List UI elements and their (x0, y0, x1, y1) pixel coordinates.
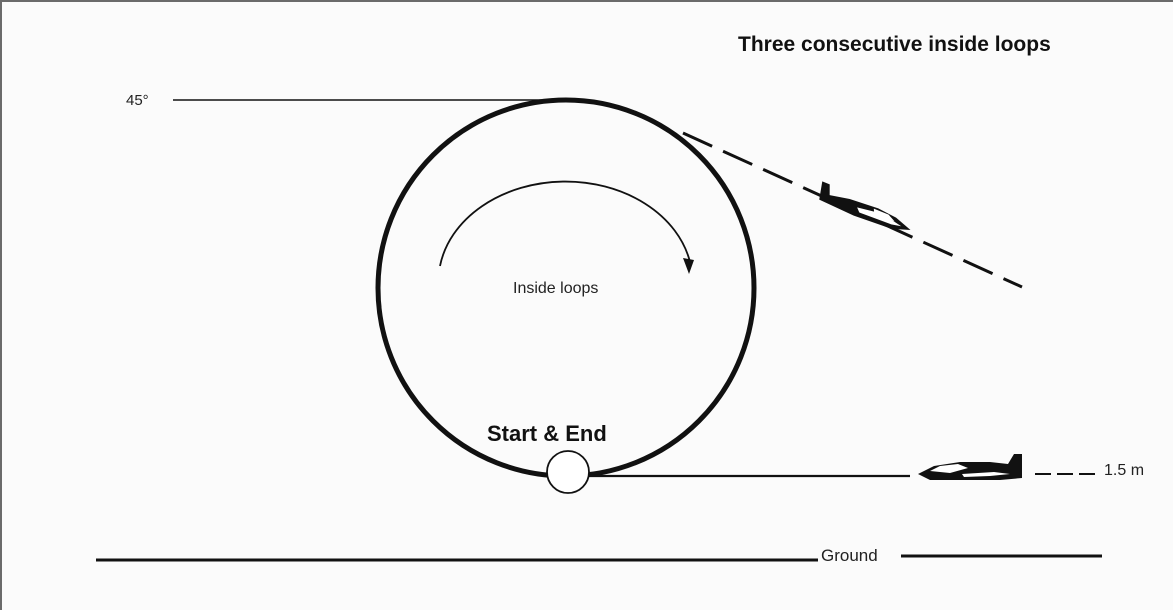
ground-line (96, 554, 1102, 562)
start-end-marker (546, 450, 590, 494)
height-label: 1.5 m (1104, 462, 1145, 479)
curved-arrow-icon (439, 180, 694, 274)
aircraft-silhouette-icon (918, 454, 1022, 480)
diagram-title: Three consecutive inside loops (738, 33, 1051, 56)
angle-label: 45° (126, 92, 149, 109)
ground-label: Ground (819, 546, 880, 566)
start-end-label: Start & End (487, 421, 607, 446)
aircraft-silhouette-icon (819, 181, 911, 230)
loop-direction-label: Inside loops (513, 280, 599, 297)
